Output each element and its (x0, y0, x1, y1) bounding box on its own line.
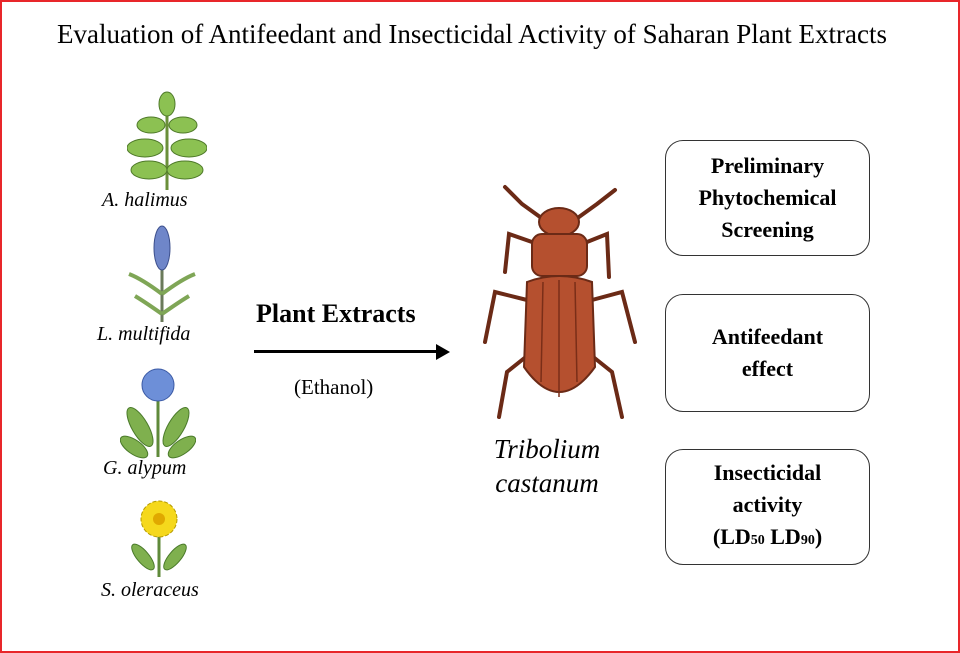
plant-extracts-label: Plant Extracts (256, 299, 416, 328)
title: Evaluation of Antifeedant and Insecticid… (57, 19, 887, 49)
solvent-label: (Ethanol) (294, 375, 374, 399)
arrow-head-icon (436, 344, 450, 360)
plant-label-l-multifida: L. multifida (97, 323, 191, 345)
sonchus-plant-icon (131, 500, 187, 577)
process-arrow (254, 350, 440, 353)
lavandula-plant-icon (128, 225, 196, 322)
tribolium-beetle-icon (483, 185, 637, 419)
globularia-plant-icon (120, 368, 196, 459)
plant-label-a-halimus: A. halimus (102, 189, 188, 211)
atriplex-plant-icon (127, 91, 207, 190)
plant-label-s-oleraceus: S. oleraceus (101, 579, 199, 601)
plant-label-g-alypum: G. alypum (103, 457, 187, 479)
